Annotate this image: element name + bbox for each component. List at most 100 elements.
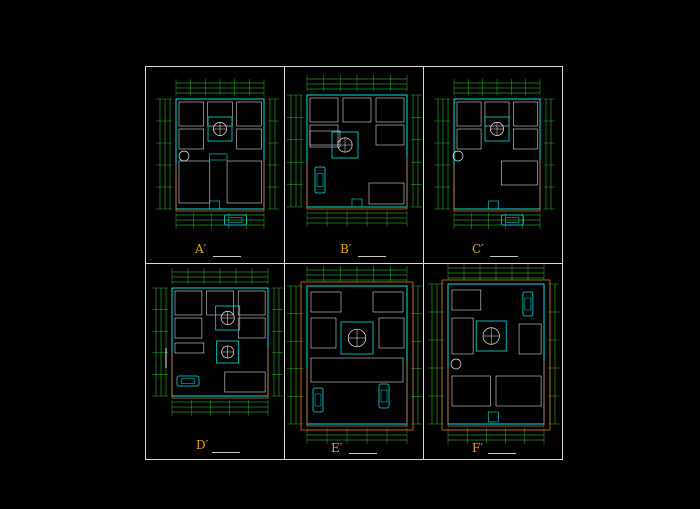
car-window: [524, 297, 532, 311]
room-outline: [451, 289, 482, 311]
room-outline: [372, 291, 404, 313]
room-outline: [178, 160, 211, 204]
car-window: [314, 393, 322, 407]
plan-label-d: D′: [196, 438, 209, 452]
exterior-wall: [447, 283, 545, 425]
exterior-wall: [171, 287, 269, 397]
tree-symbol: [178, 150, 190, 162]
courtyard-wall: [215, 305, 241, 331]
room-outline: [375, 97, 405, 123]
property-line: [441, 279, 551, 431]
car-window: [316, 173, 324, 187]
car-symbol: [224, 214, 247, 226]
title-block-d: [212, 452, 240, 453]
car-symbol: [176, 375, 200, 387]
room-outline: [375, 124, 405, 146]
drawing-sheet: A′ — B′ C′ D′ E′ F′: [145, 66, 563, 460]
room-outline: [501, 160, 538, 186]
floor-plan-e: [287, 266, 422, 444]
room-outline: [226, 160, 262, 204]
plan-panel-c: C′: [424, 67, 562, 264]
room-outline: [174, 342, 205, 354]
room-outline: [342, 97, 372, 123]
room-outline: [236, 128, 262, 150]
property-line: [171, 347, 269, 399]
tree-symbol: [450, 358, 462, 370]
room-outline: [236, 101, 262, 127]
floor-plan-f: [428, 264, 559, 444]
property-line: [300, 281, 414, 431]
room-outline: [310, 357, 404, 383]
room-outline: [456, 128, 482, 150]
entry-door: [488, 200, 499, 210]
car-symbol: [500, 214, 524, 226]
property-line: [447, 361, 545, 427]
exterior-wall: [453, 98, 541, 210]
plan-panel-b: B′: [285, 67, 424, 264]
property-line: [306, 361, 408, 427]
room-outline: [451, 317, 474, 355]
room-outline: [451, 375, 491, 407]
room-outline: [309, 124, 339, 146]
room-outline: [309, 130, 341, 148]
plan-label-f: F′: [472, 441, 484, 455]
stair: [209, 153, 228, 161]
room-outline: [368, 182, 405, 205]
car-symbol: [312, 387, 324, 413]
exterior-wall: [175, 98, 265, 210]
room-outline: [310, 317, 337, 349]
room-outline: [174, 317, 203, 339]
room-outline: [518, 323, 542, 355]
car-window: [380, 389, 388, 403]
plan-panel-e: E′: [285, 264, 424, 459]
plan-label-e: E′: [331, 441, 343, 455]
courtyard-wall: [340, 321, 374, 355]
room-outline: [309, 97, 339, 123]
title-block-c: [490, 256, 518, 257]
plan-label-a: A′: [195, 242, 207, 256]
tree-symbol: [452, 150, 464, 162]
floor-plan-c: [434, 79, 555, 229]
room-outline: [310, 291, 342, 313]
title-block-e: [349, 453, 377, 454]
room-outline: [495, 375, 542, 407]
floor-plan-d: [152, 268, 283, 416]
room-outline: [513, 101, 538, 127]
courtyard-wall: [331, 131, 359, 159]
room-outline: [378, 317, 405, 349]
car-symbol: [522, 291, 534, 317]
plan-label-c: C′: [472, 242, 484, 256]
room-outline: [224, 371, 266, 393]
courtyard-wall: [484, 116, 510, 142]
property-line: [306, 156, 408, 210]
plan-panel-d: D′: [146, 264, 285, 459]
title-block-a: [213, 256, 241, 257]
area-note-a: —: [149, 257, 152, 261]
car-symbol: [314, 166, 326, 194]
plan-panel-f: F′: [424, 264, 562, 459]
room-outline: [237, 317, 266, 339]
floor-plan-a: [156, 79, 279, 229]
room-outline: [456, 101, 482, 127]
room-outline: [237, 290, 266, 316]
car-symbol: [378, 383, 390, 409]
plan-panel-a: A′ —: [146, 67, 285, 264]
car-window: [181, 378, 195, 384]
entry-door: [351, 198, 363, 208]
floor-plan-b: [287, 75, 422, 227]
exterior-wall: [306, 94, 408, 208]
room-outline: [206, 290, 234, 316]
title-block-f: [488, 453, 516, 454]
property-line: [175, 159, 265, 212]
entry-door: [488, 411, 499, 423]
courtyard-wall: [207, 116, 233, 142]
room-outline: [178, 128, 204, 150]
exterior-wall: [306, 285, 408, 425]
courtyard-wall: [216, 340, 240, 364]
room-outline: [174, 290, 203, 316]
car-window: [228, 217, 243, 223]
courtyard-wall: [475, 320, 507, 352]
plan-label-b: B′: [340, 242, 352, 256]
property-line: [453, 159, 541, 212]
title-block-b: [358, 256, 386, 257]
